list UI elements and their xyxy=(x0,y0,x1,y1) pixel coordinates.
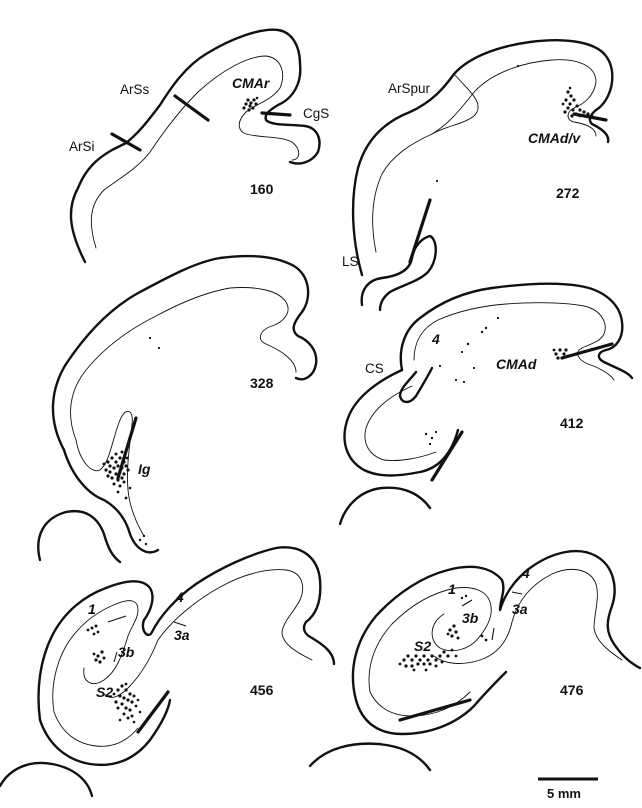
section-476-border-3a-4 xyxy=(512,592,522,594)
label-ig: Ig xyxy=(138,461,151,477)
section-412-lower-contour xyxy=(345,370,458,476)
label-456-area-s2: S2 xyxy=(96,684,113,700)
section-456: 1 3b 3a 4 S2 456 xyxy=(0,547,334,796)
section-160-sulcus-arss xyxy=(175,96,208,120)
scale-bar: 5 mm xyxy=(538,779,598,801)
section-476: 1 3b 3a 4 S2 476 xyxy=(310,551,640,770)
label-arspur: ArSpur xyxy=(388,81,431,96)
section-272-inner-fold xyxy=(432,74,478,134)
section-456-lower-contour xyxy=(40,700,170,765)
section-476-border-1-3b xyxy=(462,600,472,606)
label-ls: LS xyxy=(342,254,359,269)
label-cmad: CMAd xyxy=(496,356,537,372)
label-cmar: CMAr xyxy=(232,75,271,91)
section-476-lower-contour xyxy=(356,672,506,734)
label-cs: CS xyxy=(365,361,384,376)
section-number-412: 412 xyxy=(560,415,584,431)
label-arss: ArSs xyxy=(120,82,150,97)
section-328: Ig 328 xyxy=(38,256,316,562)
section-160-labeled-cells xyxy=(242,97,258,112)
label-456-area-3b: 3b xyxy=(118,644,135,660)
section-272: ArSpur LS CMAd/v 272 xyxy=(342,40,612,310)
section-328-temporal-lobe xyxy=(38,511,120,562)
section-412-labeled-cells xyxy=(425,317,570,445)
label-476-area-3a: 3a xyxy=(512,601,528,617)
section-160-sulcus-cgs xyxy=(262,113,290,115)
section-456-lower-inner xyxy=(54,712,138,746)
label-cgs: CgS xyxy=(303,106,329,121)
section-456-border-3a-4 xyxy=(174,622,186,626)
label-area-4: 4 xyxy=(431,331,440,347)
label-arsi: ArSi xyxy=(69,139,95,154)
section-160-outer-contour xyxy=(71,30,320,262)
section-476-outer-contour xyxy=(353,551,640,700)
section-328-outer-contour xyxy=(53,256,316,450)
section-456-border-1-3b xyxy=(108,616,126,622)
section-476-temporal-lobe xyxy=(310,744,430,770)
label-476-area-4: 4 xyxy=(521,565,530,581)
label-476-area-1: 1 xyxy=(448,581,456,597)
section-number-272: 272 xyxy=(556,185,580,201)
label-456-area-4: 4 xyxy=(175,589,184,605)
section-476-labeled-cells xyxy=(399,595,488,672)
section-160: ArSs ArSi CgS CMAr 160 xyxy=(69,30,329,262)
label-476-area-s2: S2 xyxy=(414,638,431,654)
section-number-328: 328 xyxy=(250,375,274,391)
section-number-160: 160 xyxy=(250,181,274,197)
scale-bar-label: 5 mm xyxy=(547,786,581,801)
section-476-border-3b-3a xyxy=(492,628,494,640)
section-412-central-sulcus xyxy=(400,368,432,402)
section-number-456: 456 xyxy=(250,682,274,698)
section-412-temporal-lobe xyxy=(340,488,430,524)
section-272-outer-contour xyxy=(353,40,612,275)
label-456-area-1: 1 xyxy=(88,601,96,617)
section-456-temporal-lobe xyxy=(0,763,92,796)
label-476-area-3b: 3b xyxy=(462,610,479,626)
label-456-area-3a: 3a xyxy=(174,627,190,643)
label-cmad-v: CMAd/v xyxy=(528,130,581,146)
section-412-sulcus-ls xyxy=(432,432,462,480)
section-456-border-3b-3a xyxy=(114,652,117,662)
section-328-labeled-cells xyxy=(103,337,161,545)
section-456-sulcus-ls xyxy=(138,692,168,732)
section-456-labeled-cells xyxy=(87,625,142,724)
section-number-476: 476 xyxy=(560,682,584,698)
section-412: CS 4 CMAd 412 xyxy=(340,284,632,524)
section-328-inner-contour xyxy=(71,288,296,440)
section-272-lower-lip xyxy=(362,236,436,310)
